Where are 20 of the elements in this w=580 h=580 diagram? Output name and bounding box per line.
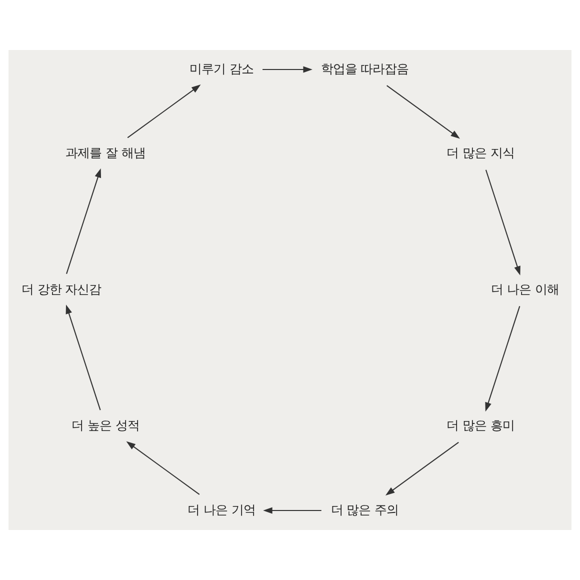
node-text: 과제를 잘 해냄 — [66, 145, 146, 160]
node-text: 더 나은 이해 — [490, 281, 559, 296]
node-text: 더 많은 주의 — [330, 502, 399, 517]
arrow — [485, 170, 520, 276]
arrow — [126, 441, 200, 495]
arrow — [262, 66, 312, 73]
arrow — [66, 304, 101, 410]
arrow — [385, 442, 459, 496]
arrow — [263, 507, 322, 514]
node-text: 더 높은 성적 — [72, 418, 140, 433]
node-text: 더 많은 지식 — [446, 145, 515, 160]
node-text: 더 나은 기억 — [188, 502, 256, 517]
node-text: 더 많은 흥미 — [446, 418, 515, 433]
arrow — [127, 84, 201, 138]
arrow — [386, 85, 460, 139]
node-text: 미루기 감소 — [189, 60, 254, 76]
arrow — [485, 306, 520, 412]
node-text: 학업을 따라잡음 — [320, 60, 409, 76]
arrow — [66, 168, 102, 274]
node-text: 더 강한 자신감 — [21, 281, 102, 296]
